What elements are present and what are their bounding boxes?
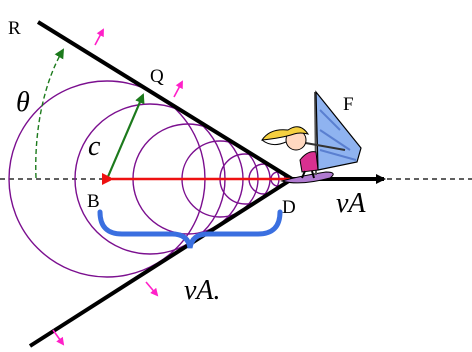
wake-line-upper: [36, 20, 294, 181]
wake-line-lower: [28, 177, 294, 348]
label-vA-right: vA: [336, 188, 366, 219]
distance-brace: [97, 209, 283, 249]
label-theta: θ: [16, 87, 30, 118]
wavefront-arrow-1: [94, 28, 104, 46]
wavefront-arrow-4: [52, 329, 65, 346]
wavefront-arrows: [52, 28, 183, 346]
label-Q: Q: [150, 66, 164, 87]
wavefront-arrow-3: [145, 281, 159, 297]
wavefront-arrow-2: [173, 80, 183, 98]
label-vA-bottom: vA.: [184, 275, 221, 306]
label-R: R: [8, 18, 21, 39]
theta-angle-arc: [35, 48, 65, 179]
label-c: c: [88, 131, 101, 162]
c-arrow: [105, 93, 145, 180]
label-B: B: [87, 191, 100, 212]
label-F: F: [343, 94, 354, 115]
label-D: D: [282, 197, 296, 218]
windsurfer-icon: [260, 90, 362, 184]
